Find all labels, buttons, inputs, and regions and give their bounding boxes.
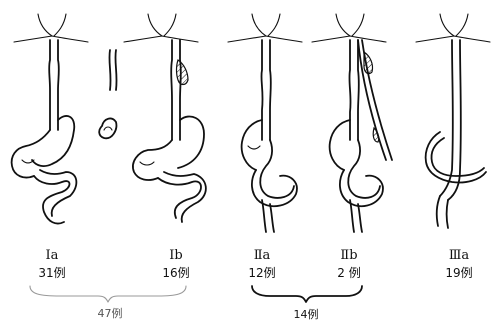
count-label-ia: 31例 bbox=[38, 266, 65, 280]
type-label-iiia: Ⅲa bbox=[449, 248, 470, 263]
panel-ia-fragment bbox=[99, 50, 116, 138]
count-label-ib: 16例 bbox=[162, 266, 189, 280]
panel-iiia-illustration bbox=[416, 14, 490, 228]
panel-iib-illustration bbox=[312, 14, 392, 232]
group-brace-type-ii bbox=[252, 286, 362, 302]
type-label-ib: Ⅰb bbox=[169, 248, 182, 263]
panel-iia-illustration bbox=[228, 14, 302, 232]
count-label-iiia: 19例 bbox=[445, 266, 472, 280]
panel-ia-illustration bbox=[12, 14, 88, 224]
count-label-iib: 2 例 bbox=[337, 266, 360, 280]
count-label-iia: 12例 bbox=[248, 266, 275, 280]
group-total-type-i: 47例 bbox=[98, 306, 123, 320]
type-label-iib: Ⅱb bbox=[340, 248, 357, 263]
group-brace-type-i bbox=[30, 286, 186, 302]
type-label-iia: Ⅱa bbox=[254, 248, 271, 263]
group-total-type-ii: 14例 bbox=[294, 307, 319, 321]
type-label-ia: Ⅰa bbox=[46, 248, 59, 263]
panel-ib-illustration bbox=[124, 14, 206, 222]
